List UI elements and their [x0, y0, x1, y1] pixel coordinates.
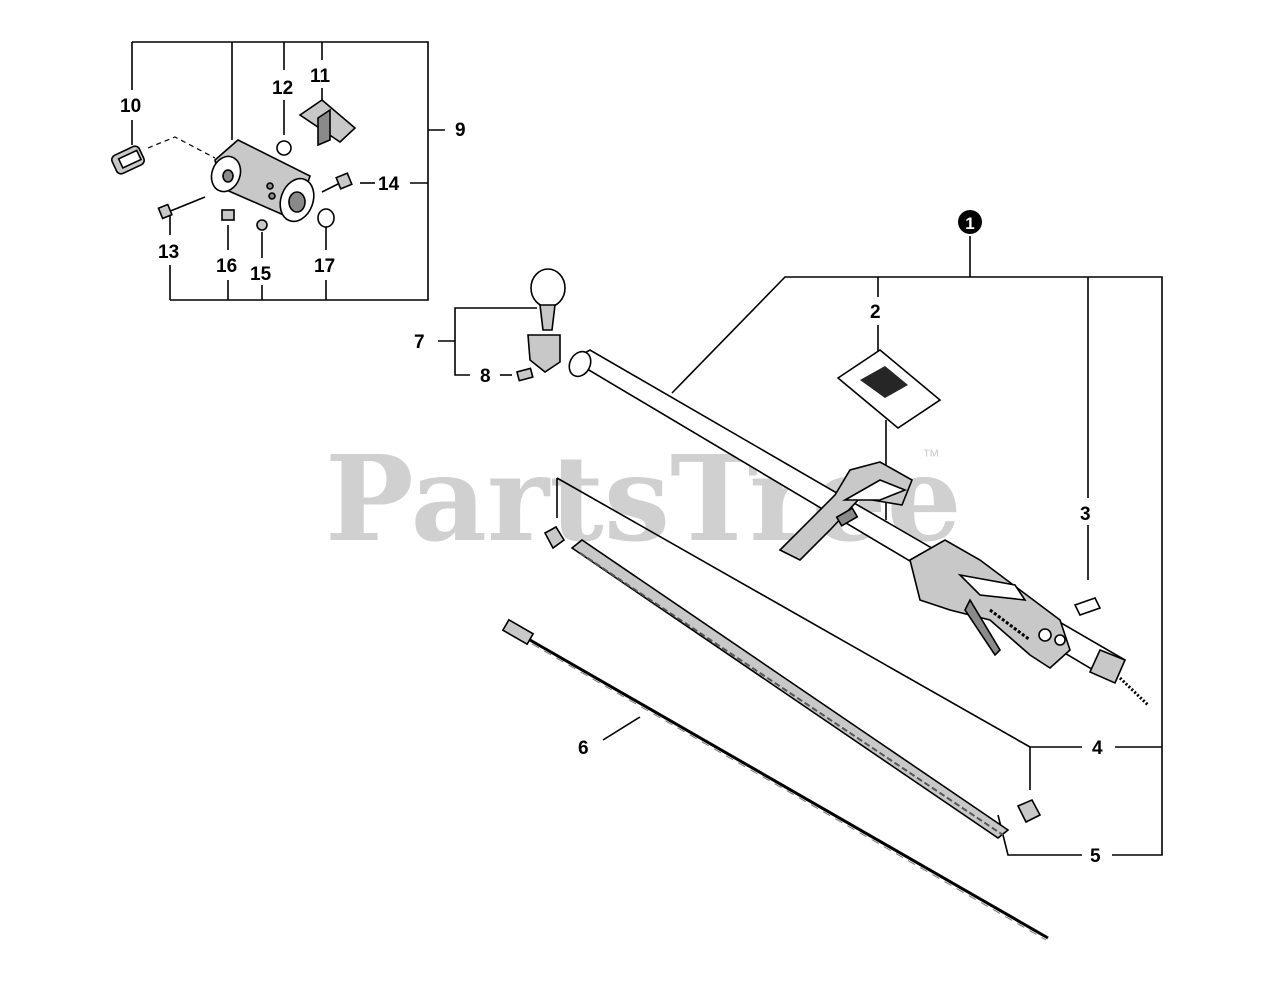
decal-part [836, 325, 942, 520]
screw-16-part [221, 209, 235, 221]
main-shaft-assembly: 1 [568, 210, 1163, 856]
nut-15-part [256, 219, 268, 231]
bushing-lower [1016, 798, 1042, 824]
liner-group: 4 5 6 [501, 477, 1103, 941]
callout-11: 11 [310, 66, 331, 87]
callout-1-badge [958, 210, 982, 234]
tag-part [1073, 597, 1102, 616]
callout-7: 7 [414, 332, 425, 353]
callout-3: 3 [1080, 504, 1091, 525]
callout-14: 14 [378, 174, 400, 195]
callout-8: 8 [480, 366, 491, 387]
hanger-ring [530, 268, 566, 308]
throttle-handle-part [909, 539, 1071, 670]
washer-17-part [317, 208, 335, 228]
hanger-screw-part [515, 367, 534, 382]
watermark-trademark: ™ [922, 446, 940, 466]
liner-tube-part [570, 539, 1010, 839]
callout-9: 9 [455, 120, 466, 141]
callout-4: 4 [1092, 738, 1103, 759]
bushing-upper [543, 525, 566, 550]
shaft-housing-part [210, 139, 315, 223]
callout-15: 15 [250, 264, 272, 285]
callout-13: 13 [158, 242, 179, 263]
callout-1: 1 [965, 214, 974, 233]
loop-handle-part [778, 461, 914, 561]
callout-17: 17 [314, 256, 335, 277]
callout-5: 5 [1090, 846, 1101, 867]
callout-12: 12 [272, 78, 293, 99]
callout-16: 16 [216, 256, 237, 277]
bolt-13-part [157, 196, 206, 220]
callout-6: 6 [578, 738, 589, 759]
hanger-clamp-part [527, 334, 561, 373]
callout-10: 10 [120, 96, 141, 117]
callout-2: 2 [870, 302, 881, 323]
clamp-block-part [298, 98, 357, 147]
fitting-part [111, 145, 145, 175]
hanger-group: 7 8 [414, 268, 566, 387]
shaft-housing-group: 10 12 11 9 14 13 16 15 17 [111, 41, 466, 301]
washer-part [276, 140, 292, 156]
flex-cable-part [501, 618, 1049, 941]
bolt-14-part [321, 172, 353, 193]
group-9-bracket [132, 41, 429, 301]
